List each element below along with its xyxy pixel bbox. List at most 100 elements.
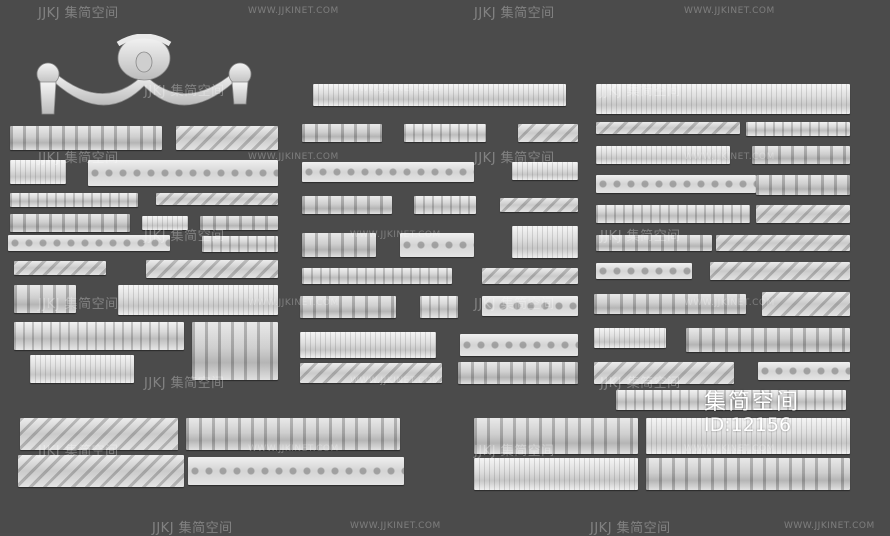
molding-sample	[512, 226, 578, 258]
molding-sample	[10, 193, 138, 207]
molding-sample	[596, 205, 750, 223]
watermark-logo: JJKJ 集简空间	[600, 376, 681, 391]
watermark-url: WWW.JJKINET.COM	[350, 84, 441, 94]
molding-sample	[594, 294, 746, 314]
watermark-url: WWW.JJKINET.COM	[350, 521, 441, 531]
brand-id: ID:12156	[704, 414, 792, 436]
molding-sample	[474, 458, 638, 490]
watermark-logo: JJKJ 集简空间	[144, 84, 225, 99]
watermark-logo: JJKJ 集简空间	[38, 151, 119, 166]
watermark-logo: JJKJ 集简空间	[600, 84, 681, 99]
molding-sample	[14, 261, 106, 275]
molding-sample	[400, 233, 474, 257]
molding-sample	[594, 328, 666, 348]
molding-sample	[200, 216, 278, 230]
watermark-url: WWW.JJKINET.COM	[248, 298, 339, 308]
molding-sample	[302, 162, 474, 182]
molding-sample	[188, 457, 404, 485]
molding-sample	[300, 296, 396, 318]
molding-sample	[596, 84, 850, 114]
molding-sample	[518, 124, 578, 142]
watermark-logo: JJKJ 集简空间	[38, 444, 119, 459]
molding-sample	[500, 198, 578, 212]
molding-sample	[512, 162, 578, 180]
watermark-logo: JJKJ 集简空间	[600, 229, 681, 244]
watermark-url: WWW.JJKINET.COM	[684, 298, 775, 308]
molding-sample	[716, 235, 850, 251]
molding-sample	[192, 322, 278, 380]
molding-sample	[18, 455, 184, 487]
molding-sample	[404, 124, 486, 142]
molding-sample	[14, 322, 184, 350]
molding-sample	[756, 175, 850, 195]
molding-sample	[596, 235, 712, 251]
molding-sample	[460, 334, 578, 356]
watermark-logo: JJKJ 集简空间	[474, 6, 555, 21]
molding-sample	[646, 418, 850, 454]
molding-sample	[14, 285, 76, 313]
watermark-url: WWW.JJKINET.COM	[248, 152, 339, 162]
molding-sample	[646, 458, 850, 490]
molding-sample	[302, 196, 392, 214]
watermark-logo: JJKJ 集简空间	[590, 521, 671, 536]
molding-sample	[758, 362, 850, 380]
molding-sample	[302, 124, 382, 142]
molding-sample	[302, 233, 376, 257]
brand-name: 集简空间	[704, 390, 801, 415]
swag-ornament-image	[36, 34, 252, 115]
molding-sample	[30, 355, 134, 383]
watermark-url: WWW.JJKINET.COM	[684, 152, 775, 162]
watermark-logo: JJKJ 集简空间	[474, 151, 555, 166]
watermark-url: WWW.JJKINET.COM	[684, 6, 775, 16]
molding-sample	[752, 146, 850, 164]
watermark-url: WWW.JJKINET.COM	[784, 521, 875, 531]
molding-sample	[8, 235, 170, 251]
molding-sample	[302, 268, 452, 284]
molding-sample	[186, 418, 400, 450]
molding-sample	[10, 126, 162, 150]
watermark-url: WWW.JJKINET.COM	[248, 444, 339, 454]
molding-sample	[474, 418, 638, 454]
watermark-url: WWW.JJKINET.COM	[350, 230, 441, 240]
molding-sample	[300, 332, 436, 358]
molding-sample	[156, 193, 278, 205]
watermark-url: WWW.JJKINET.COM	[248, 6, 339, 16]
molding-sample	[762, 292, 850, 316]
watermark-url: WWW.JJKINET.COM	[684, 444, 775, 454]
molding-sample	[202, 236, 278, 252]
molding-sample	[686, 328, 850, 352]
watermark-logo: JJKJ 集简空间	[38, 297, 119, 312]
molding-sample	[142, 216, 188, 230]
watermark-logo: JJKJ 集简空间	[38, 6, 119, 21]
molding-sample	[482, 296, 578, 316]
molding-sample	[710, 262, 850, 280]
watermark-logo: JJKJ 集简空间	[474, 297, 555, 312]
molding-sample	[88, 160, 278, 186]
molding-sample	[300, 363, 442, 383]
watermark-logo: JJKJ 集简空间	[474, 444, 555, 459]
molding-sample	[756, 205, 850, 223]
molding-sample	[596, 146, 730, 164]
molding-sample	[596, 122, 740, 134]
watermark-logo: JJKJ 集简空间	[152, 521, 233, 536]
molding-sample	[10, 160, 66, 184]
molding-sample	[458, 362, 578, 384]
molding-sample	[10, 214, 130, 232]
molding-sample	[313, 84, 566, 106]
molding-sample	[596, 263, 692, 279]
molding-sample	[420, 296, 458, 318]
molding-sample	[146, 260, 278, 278]
molding-sample	[596, 175, 756, 193]
watermark-logo: JJKJ 集简空间	[144, 229, 225, 244]
molding-sample	[594, 362, 734, 384]
molding-sample	[746, 122, 850, 136]
molding-sample	[20, 418, 178, 450]
molding-sample	[118, 285, 278, 315]
watermark-logo: JJKJ 集简空间	[144, 376, 225, 391]
watermark-url: WWW.JJKINET.COM	[350, 376, 441, 386]
molding-sample	[482, 268, 578, 284]
molding-sample	[176, 126, 278, 150]
molding-sample	[616, 390, 846, 410]
molding-sample	[414, 196, 476, 214]
